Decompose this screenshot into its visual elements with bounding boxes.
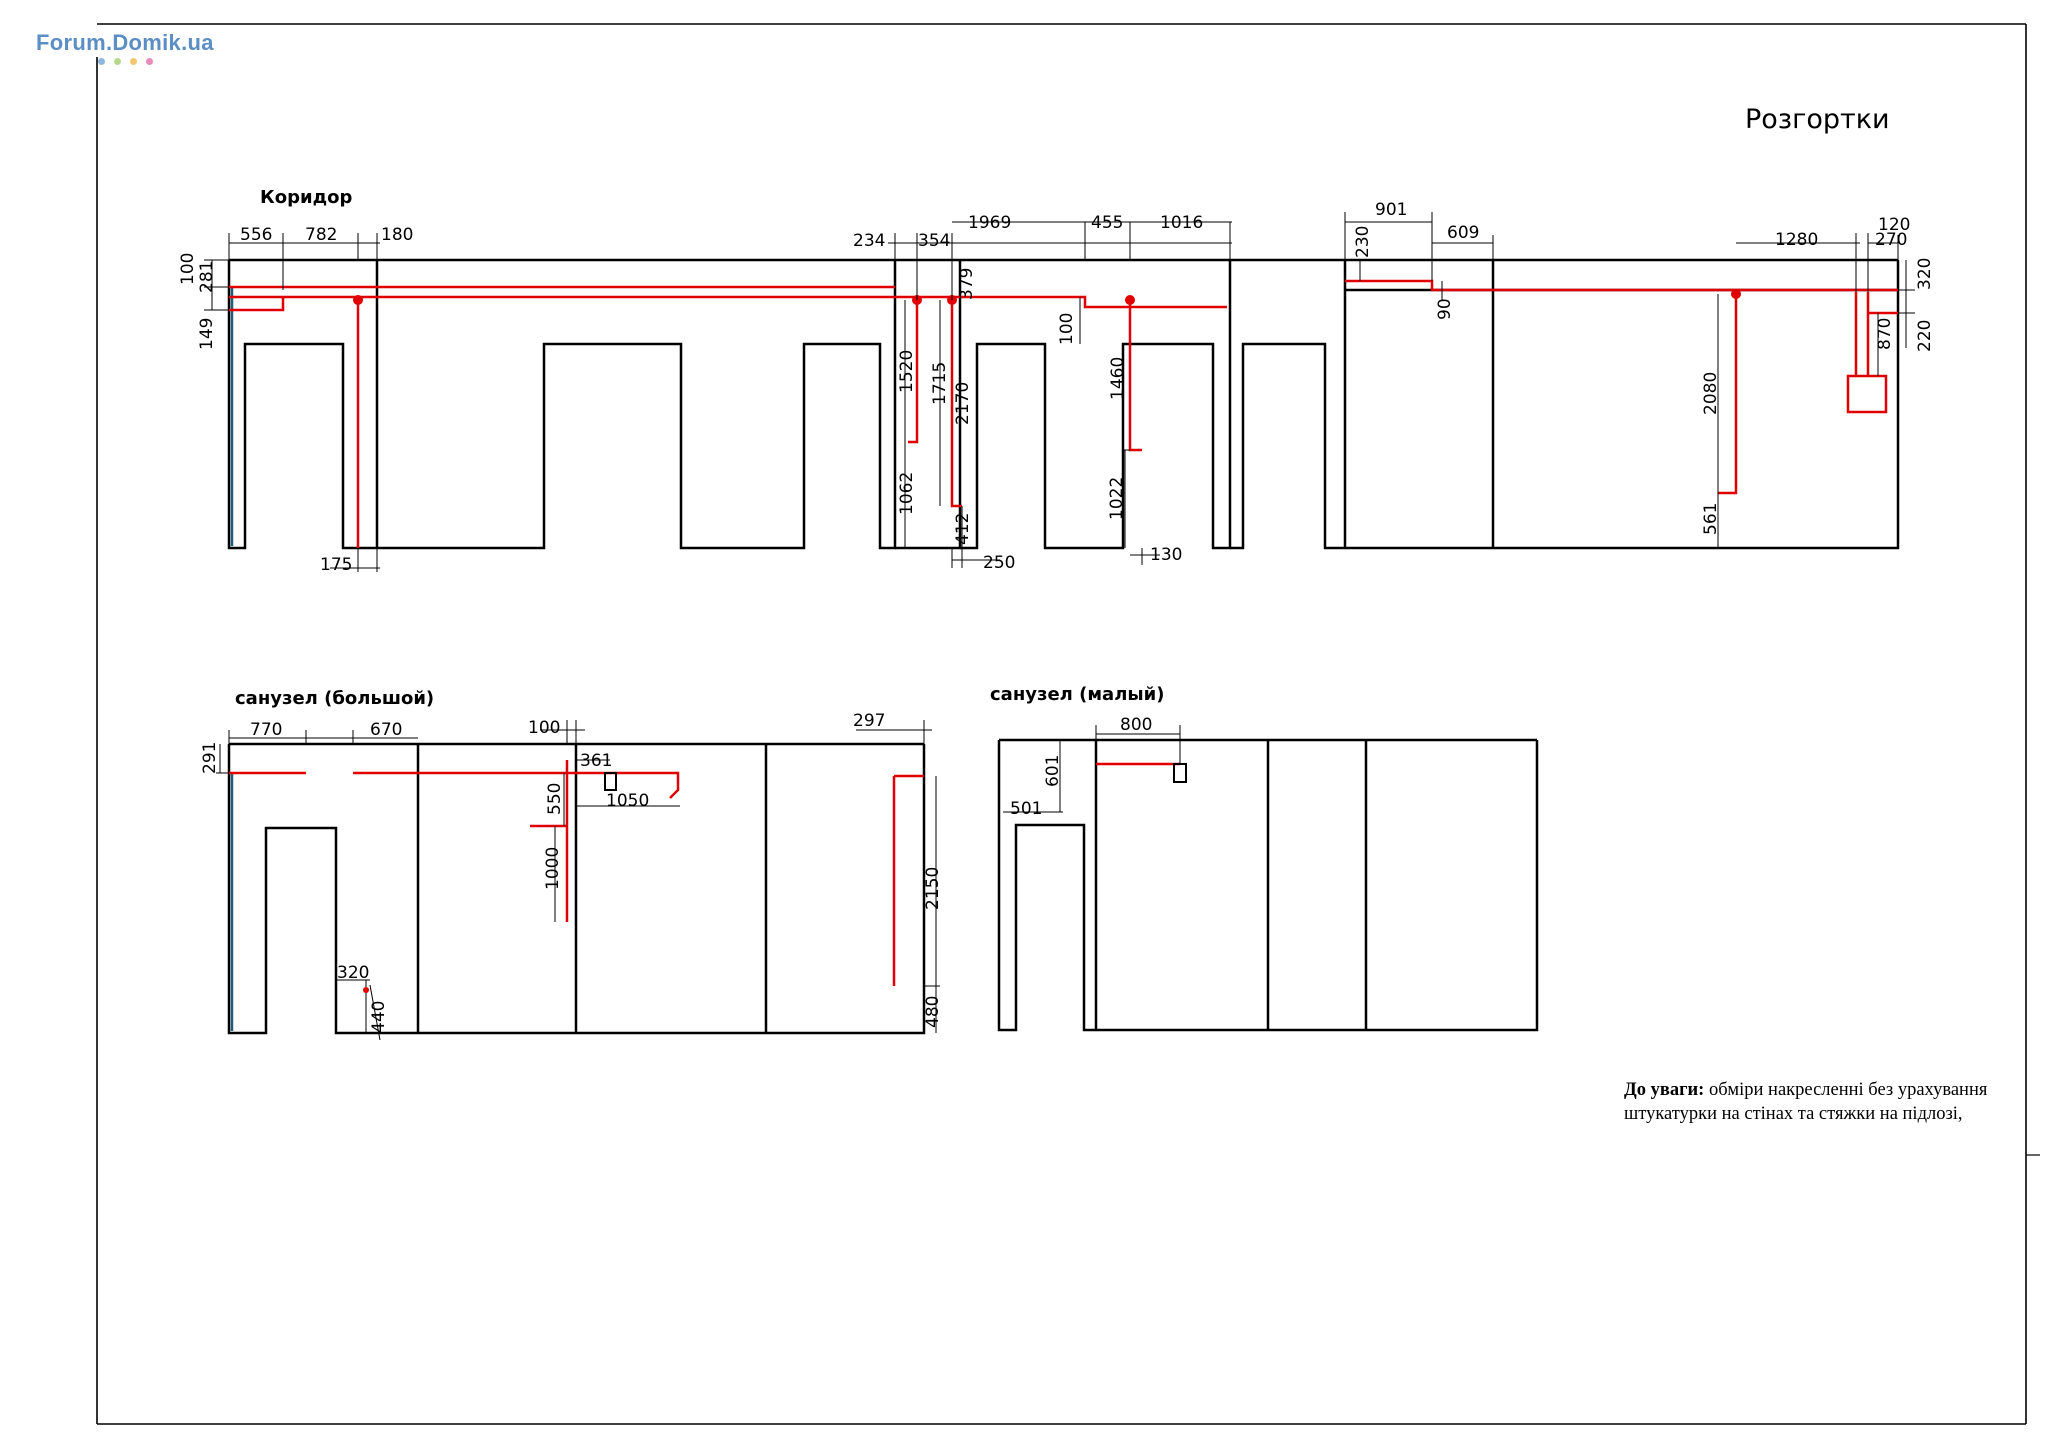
watermark-dot	[114, 58, 121, 65]
watermark-dot	[146, 58, 153, 65]
corridor-dimension-lines	[204, 212, 1915, 572]
dimension-label: 320	[337, 963, 369, 983]
section-title-bath-big: санузел (большой)	[235, 688, 434, 709]
dimension-label: 800	[1120, 715, 1152, 735]
dimension-label: 1715	[930, 362, 950, 405]
junction-dot	[1731, 289, 1741, 299]
dimension-label: 455	[1091, 213, 1123, 233]
socket-box	[604, 772, 617, 791]
dimension-label: 175	[320, 555, 352, 575]
dimension-label: 361	[580, 751, 612, 771]
dimension-label: 320	[1915, 258, 1935, 290]
dimension-label: 1460	[1108, 357, 1128, 400]
dimension-label: 379	[957, 268, 977, 300]
dimension-label: 2170	[953, 382, 973, 425]
dimension-label: 609	[1447, 223, 1479, 243]
dimension-label: 556	[240, 225, 272, 245]
dimension-label: 770	[250, 720, 282, 740]
watermark-dot	[98, 58, 105, 65]
dimension-label: 440	[369, 1001, 389, 1033]
bath-small-dimension-lines	[1003, 725, 1181, 813]
bath-big-dimension-lines	[216, 720, 940, 1041]
watermark-dot	[130, 58, 137, 65]
dimension-label: 1022	[1107, 477, 1127, 520]
dimension-label: 2080	[1701, 372, 1721, 415]
corridor-dimension-labels: 556 782 180 100 281 149 175 234 354 1969…	[178, 200, 1935, 575]
page-title: Розгортки	[1745, 104, 1890, 135]
dimension-label: 180	[381, 225, 413, 245]
watermark-logo: Forum.Domik.ua	[36, 30, 214, 55]
dimension-label: 670	[370, 720, 402, 740]
dimension-label: 550	[545, 783, 565, 815]
dimension-label: 1520	[897, 350, 917, 393]
dimension-label: 901	[1375, 200, 1407, 220]
dimension-label: 250	[983, 553, 1015, 573]
dimension-label: 561	[1701, 503, 1721, 535]
note-label: До уваги:	[1624, 1080, 1705, 1100]
fixture-point	[363, 987, 369, 993]
dimension-label: 1000	[543, 847, 563, 890]
dimension-label: 120	[1878, 215, 1910, 235]
dimension-label: 230	[1353, 226, 1373, 258]
sheet-frame	[96, 23, 2027, 1425]
dimension-label: 220	[1915, 320, 1935, 352]
dimension-label: 297	[853, 711, 885, 731]
note-body: обміри накресленні без урахування штукат…	[1624, 1080, 1988, 1124]
corridor-walls	[227, 258, 1900, 550]
bath-big-wiring	[229, 760, 924, 986]
dimension-label: 412	[953, 513, 973, 545]
dimension-label: 1062	[897, 472, 917, 515]
dimension-label: 1280	[1775, 230, 1818, 250]
dimension-label: 501	[1010, 799, 1042, 819]
dimension-label: 100	[178, 253, 198, 285]
note-text: До уваги: обміри накресленні без урахува…	[1624, 1078, 2034, 1126]
bath-small-dimension-labels: 800 601 501	[1010, 715, 1152, 819]
dimension-label: 149	[197, 318, 217, 350]
dimension-label: 782	[305, 225, 337, 245]
dimension-label: 870	[1875, 318, 1895, 350]
dimension-label: 90	[1435, 298, 1455, 320]
corridor-wiring	[229, 279, 1898, 548]
dimension-label: 601	[1043, 755, 1063, 787]
junction-dot	[353, 295, 363, 305]
dimension-label: 480	[923, 996, 943, 1028]
dimension-label: 281	[197, 261, 217, 293]
dimension-label: 354	[918, 231, 950, 251]
dimension-label: 1016	[1160, 213, 1203, 233]
bath-big-walls	[227, 742, 926, 1035]
dimension-label: 100	[528, 718, 560, 738]
dimension-label: 270	[1875, 230, 1907, 250]
section-title-corridor: Коридор	[260, 187, 352, 208]
bath-small-walls	[997, 738, 1539, 1032]
dimension-label: 1050	[606, 791, 649, 811]
dimension-label: 100	[1057, 313, 1077, 345]
dimension-label: 1969	[968, 213, 1011, 233]
bath-big-dimension-labels: 770 670 291 100 361 550 1050 1000 297 21…	[200, 711, 943, 1033]
section-title-bath-small: санузел (малый)	[990, 684, 1165, 705]
junction-dot	[1125, 295, 1135, 305]
dimension-label: 2150	[923, 867, 943, 910]
dimension-label: 291	[200, 742, 220, 774]
dimension-label: 234	[853, 231, 885, 251]
dimension-label: 130	[1150, 545, 1182, 565]
socket-box	[1173, 763, 1187, 783]
watermark-dots	[98, 58, 153, 65]
